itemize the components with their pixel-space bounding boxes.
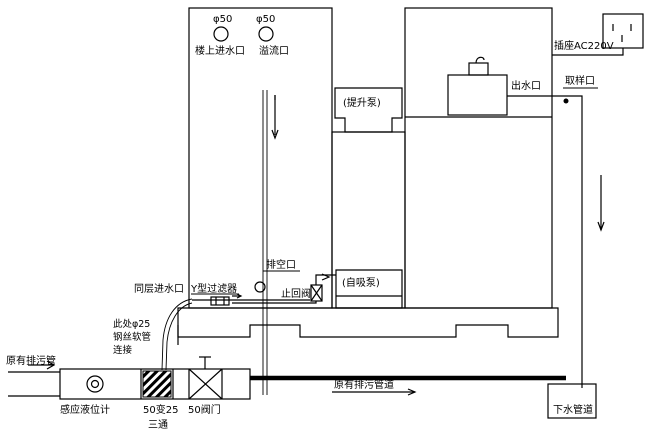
self-priming-pump xyxy=(335,269,403,309)
outlet-label: 出水口 xyxy=(511,79,541,92)
overflow-label: 溢流口 xyxy=(259,44,289,57)
sewer-pipe-segment xyxy=(59,368,251,400)
right-tank xyxy=(404,7,553,309)
valve-50-label: 50阀门 xyxy=(188,403,221,416)
lift-pump-label: (提升泵) xyxy=(343,97,381,109)
downpipe-label: 下水管道 xyxy=(553,403,593,416)
reducer-label-line2: 三通 xyxy=(148,419,168,431)
filter-to-valve-pipe xyxy=(192,299,317,304)
y-filter-label: Y型过滤器 xyxy=(190,282,237,295)
reducer-tee xyxy=(142,370,172,398)
lift-pump xyxy=(334,87,403,133)
upstairs-inlet-label: 楼上进水口 xyxy=(195,44,245,57)
reducer-label-line1: 50变25 xyxy=(143,403,178,416)
same-floor-inlet-label: 同层进水口 xyxy=(134,283,184,295)
existing-sewer-duct-label: 原有排污管道 xyxy=(334,378,394,391)
base-platform xyxy=(177,307,559,338)
flexible-hose xyxy=(161,298,193,371)
existing-sewer-pipe-label: 原有排污管 xyxy=(6,354,56,367)
self-priming-pump-label: (自吸泵) xyxy=(342,276,380,289)
hose-label-line3: 连接 xyxy=(113,344,133,356)
upstairs-inlet-port xyxy=(213,26,229,42)
y-filter-icon xyxy=(210,293,243,306)
vent-label: 排空口 xyxy=(266,258,296,271)
overflow-port xyxy=(258,26,274,42)
check-valve-label: 止回阀 xyxy=(281,287,311,300)
level-meter-icon xyxy=(86,375,104,393)
hose-label-line1: 此处φ25 xyxy=(113,318,150,330)
sampling-port-point xyxy=(563,98,569,104)
sampling-label: 取样口 xyxy=(565,74,595,87)
level-meter-label: 感应液位计 xyxy=(60,403,110,416)
existing-sewer-pipe xyxy=(8,360,60,397)
outlet-equipment xyxy=(447,56,508,116)
vent-port xyxy=(254,281,266,293)
socket-label: 插座AC220V xyxy=(554,39,614,52)
valve-50-icon xyxy=(188,356,223,400)
outlet-pipe xyxy=(507,95,583,388)
downpipe xyxy=(547,175,605,419)
phi50-left-label: φ50 xyxy=(213,14,232,25)
hose-label-line2: 钢丝软管 xyxy=(113,331,151,343)
socket-icon xyxy=(552,13,644,56)
phi50-right-label: φ50 xyxy=(256,14,275,25)
existing-sewer-duct xyxy=(250,375,566,396)
overflow-pipe xyxy=(262,90,279,395)
